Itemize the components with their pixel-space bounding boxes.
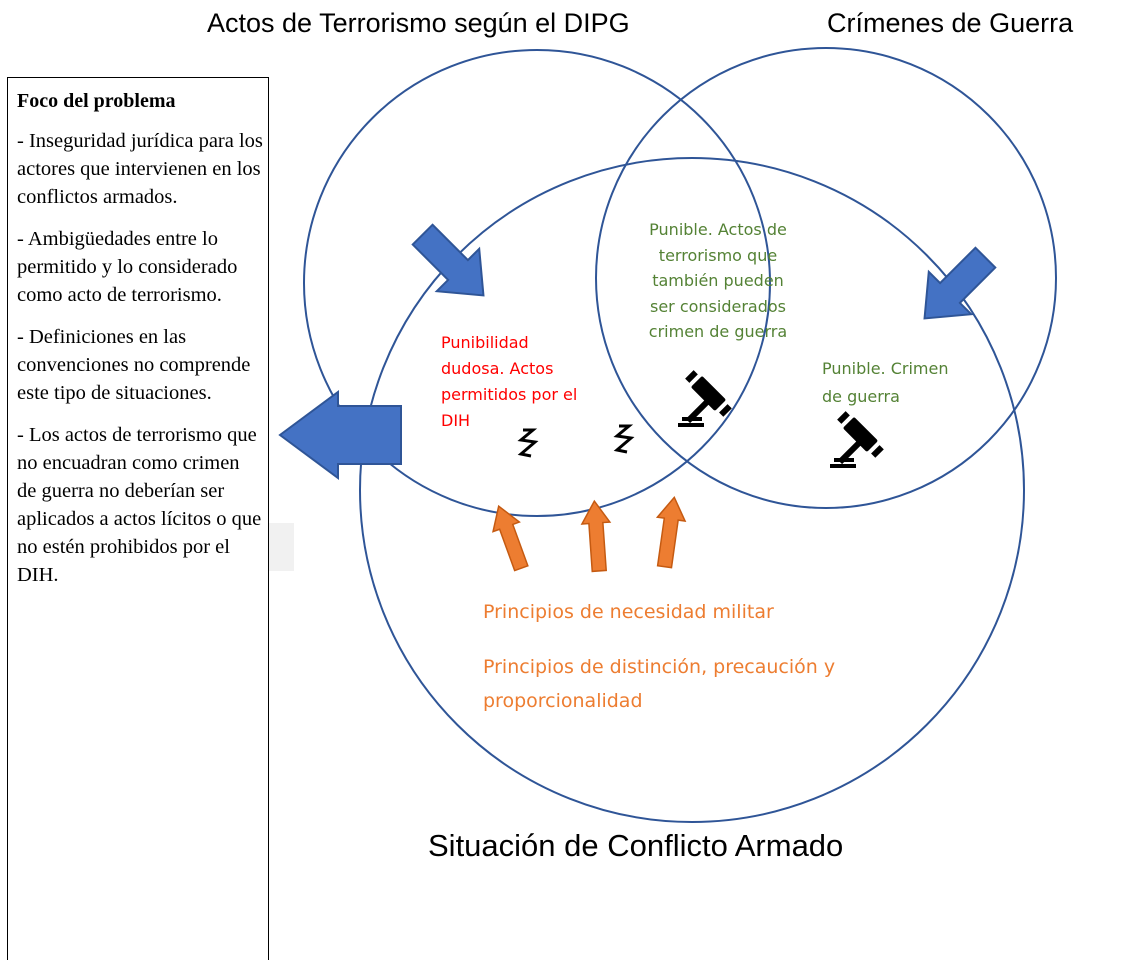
orange-arrow-2 [580,499,612,573]
blue-arrow-diagonal-right [923,246,997,320]
label-distinction-principles: Principios de distinción, precaución y p… [483,656,836,712]
orange-arrow-1 [492,504,529,572]
blue-arrow-diagonal-left [411,223,485,297]
orange-arrow-3 [655,495,687,569]
background-rectangle [269,523,294,571]
circle-armed-conflict [359,157,1025,823]
label-doubtful-punishability: Punibilidad dudosa. Actos permitidos por… [441,333,578,430]
problem-focus-box: Foco del problema - Inseguridad jurídica… [7,77,269,960]
zigzag-icon [615,424,633,454]
problem-point: - Ambigüedades entre lo permitido y lo c… [17,228,238,306]
gavel-icon [830,411,884,468]
problem-point: - Los actos de terrorismo que no encuadr… [17,424,262,586]
problem-point: - Definiciones en las convenciones no co… [17,326,251,404]
circle-war-crimes [595,47,1057,509]
gavel-icon [678,370,732,427]
label-intersection-punishable: Punible. Actos de terrorismo que también… [648,220,788,341]
title-terrorism: Actos de Terrorismo según el DIPG [207,8,630,38]
blue-arrow-left [278,390,402,480]
label-war-crime-punishable: Punible. Crimen de guerra [822,359,949,406]
title-armed-conflict: Situación de Conflicto Armado [428,828,844,863]
problem-heading: Foco del problema [17,90,176,112]
label-military-necessity: Principios de necesidad militar [483,601,774,623]
circle-terrorism [303,49,771,517]
problem-point: - Inseguridad jurídica para los actores … [17,130,263,208]
title-war-crimes: Crímenes de Guerra [827,8,1074,38]
